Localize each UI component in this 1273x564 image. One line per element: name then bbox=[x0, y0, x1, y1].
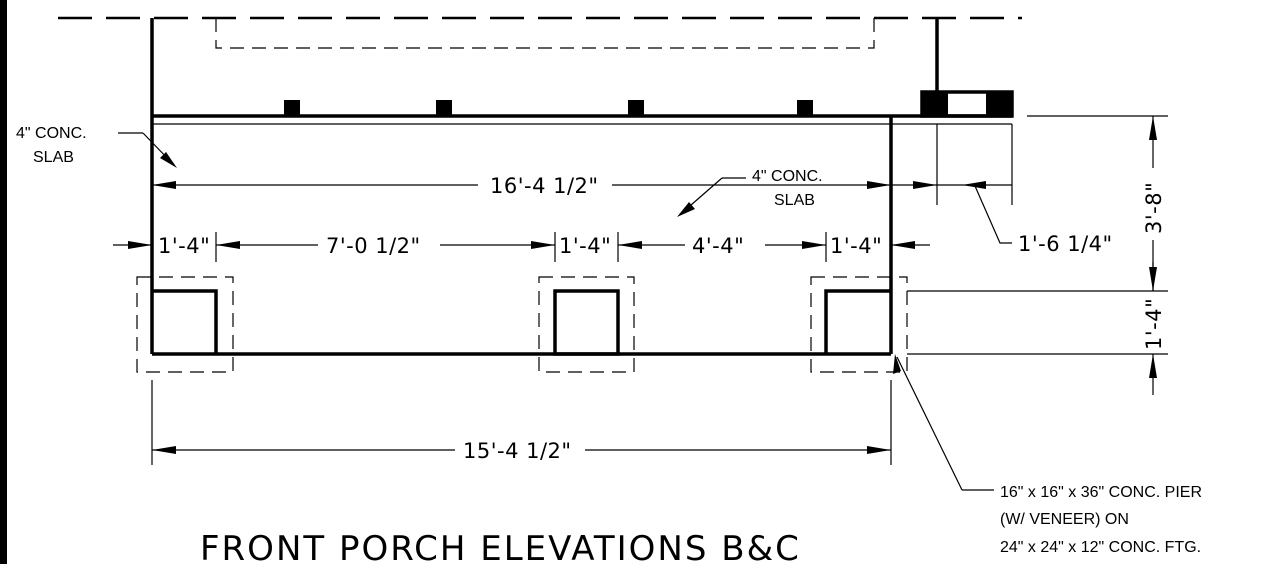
leader-right-offset bbox=[974, 185, 1012, 244]
note-slab-center-line2: SLAB bbox=[774, 192, 815, 209]
arrow bbox=[160, 152, 177, 168]
arrow bbox=[962, 181, 986, 189]
joist-block bbox=[628, 100, 644, 116]
dim-pier-left: 1'-4" bbox=[158, 234, 210, 258]
dim-span-right: 4'-4" bbox=[692, 234, 744, 258]
arrow bbox=[152, 446, 176, 454]
footing-right bbox=[810, 276, 908, 373]
ceiling-dashed-outline bbox=[215, 18, 875, 49]
arrow bbox=[867, 181, 891, 189]
dim-height-pier: 1'-4" bbox=[1142, 298, 1166, 350]
note-pier-line1: 16" x 16" x 36" CONC. PIER bbox=[1000, 484, 1202, 501]
dim-right-offset: 1'-6 1/4" bbox=[1018, 232, 1113, 256]
joist-block bbox=[436, 100, 452, 116]
arrow bbox=[802, 241, 826, 249]
arrow bbox=[128, 241, 152, 249]
dim-span-left: 7'-0 1/2" bbox=[326, 234, 421, 258]
note-slab-left-line2: SLAB bbox=[33, 149, 74, 166]
dim-pier-right: 1'-4" bbox=[830, 234, 882, 258]
arrow bbox=[1149, 354, 1157, 378]
note-pier-line3: 24" x 24" x 12" CONC. FTG. bbox=[1000, 539, 1201, 556]
arrow bbox=[913, 181, 937, 189]
footing-left bbox=[136, 276, 234, 373]
dim-height-total: 3'-8" bbox=[1142, 182, 1166, 234]
note-slab-left-line1: 4" CONC. bbox=[16, 125, 87, 142]
joist-block bbox=[284, 100, 300, 116]
arrow bbox=[152, 181, 176, 189]
dim-overall-top: 16'-4 1/2" bbox=[490, 174, 599, 198]
dim-pier-mid: 1'-4" bbox=[559, 234, 611, 258]
note-slab-center-line1: 4" CONC. bbox=[752, 168, 823, 185]
left-edge-strip bbox=[0, 0, 7, 564]
note-pier-line2: (W/ VENEER) ON bbox=[1000, 511, 1129, 528]
arrow bbox=[1149, 116, 1157, 140]
drawing-title: FRONT PORCH ELEVATIONS B&C bbox=[200, 529, 801, 564]
arrow bbox=[531, 241, 555, 249]
end-block-fill-left bbox=[922, 92, 948, 116]
arrow bbox=[867, 446, 891, 454]
footing-mid bbox=[538, 276, 635, 373]
arrow bbox=[893, 354, 901, 374]
pier-mid bbox=[553, 289, 620, 356]
end-block-fill-right bbox=[986, 92, 1012, 116]
dim-overall-bottom: 15'-4 1/2" bbox=[463, 439, 572, 463]
pier-left bbox=[152, 289, 218, 354]
joist-block bbox=[797, 100, 813, 116]
leader-pier-note bbox=[896, 356, 963, 491]
arrow bbox=[677, 202, 695, 217]
pier-right bbox=[824, 289, 891, 354]
